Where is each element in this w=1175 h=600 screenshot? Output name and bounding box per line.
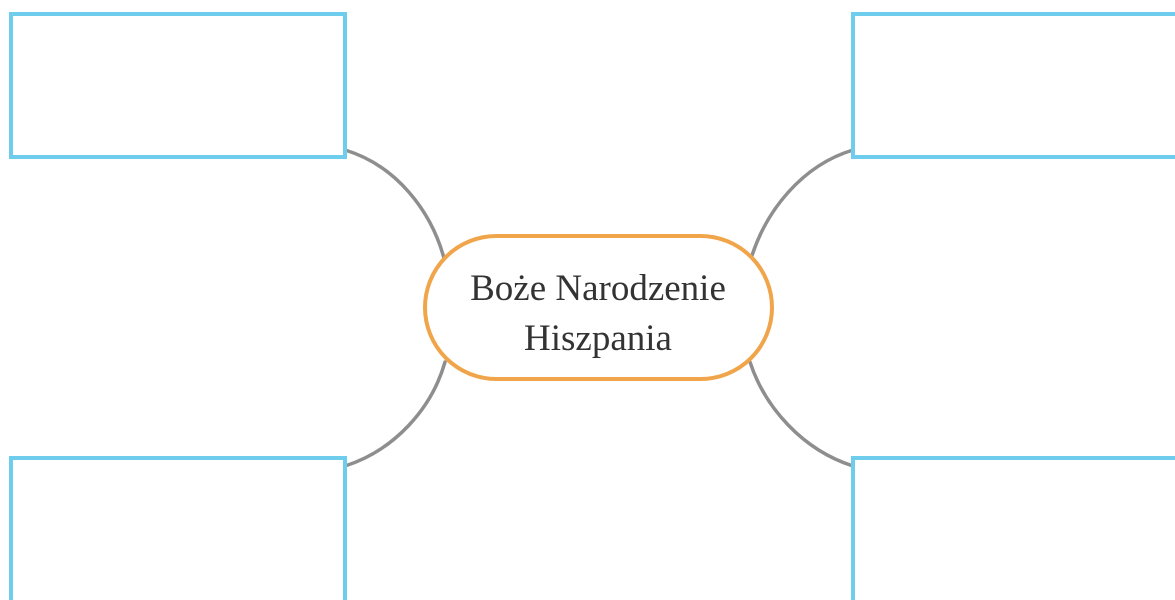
center-pill — [423, 234, 774, 381]
connector-bottom-left — [343, 360, 447, 468]
connector-top-right — [748, 148, 855, 264]
box-bottom-left[interactable] — [9, 456, 347, 600]
center-title-line2: Hiszpania — [524, 318, 672, 359]
center-node[interactable]: Boże Narodzenie Hiszpania — [423, 234, 774, 381]
connector-top-left — [343, 148, 447, 264]
box-bottom-right[interactable] — [851, 456, 1175, 600]
box-top-right[interactable] — [851, 12, 1175, 159]
box-top-left[interactable] — [9, 12, 347, 159]
connector-bottom-right — [748, 360, 855, 468]
center-title-line1: Boże Narodzenie — [470, 268, 726, 309]
